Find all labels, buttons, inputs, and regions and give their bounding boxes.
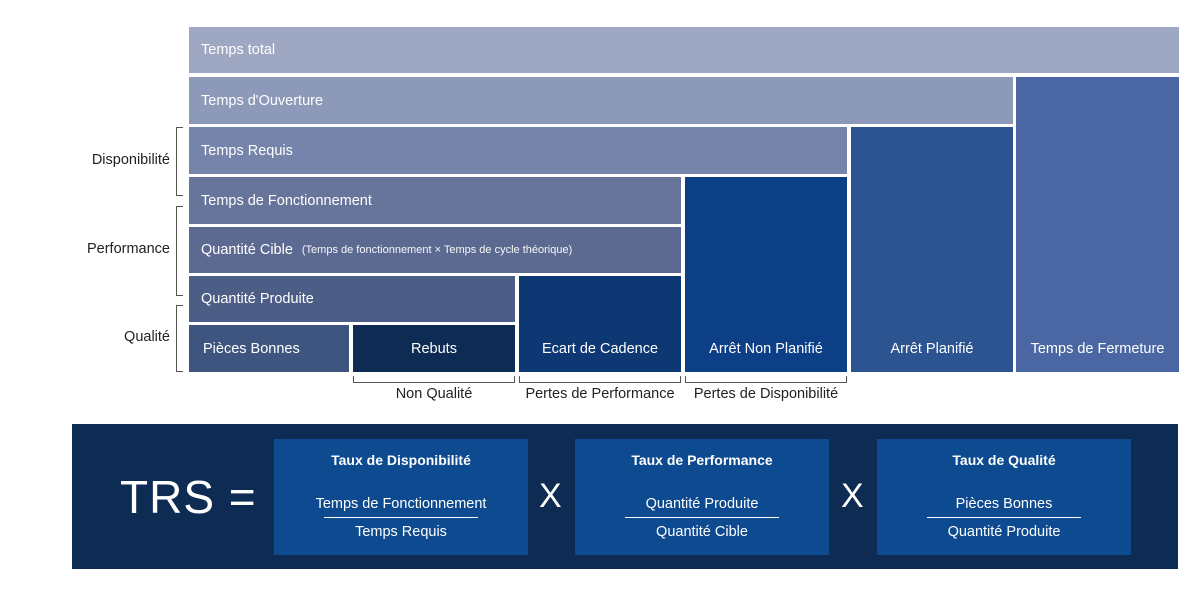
temps-fonctionnement-label: Temps de Fonctionnement <box>201 192 372 209</box>
taux-qualite-numerator: Pièces Bonnes <box>955 496 1053 512</box>
taux-performance-box: Taux de Performance Quantité Produite Qu… <box>575 439 829 555</box>
taux-disponibilite-denominator: Temps Requis <box>355 524 447 540</box>
taux-performance-numerator: Quantité Produite <box>645 496 759 512</box>
fraction-bar <box>324 517 478 518</box>
taux-disponibilite-box: Taux de Disponibilité Temps de Fonctionn… <box>274 439 528 555</box>
taux-disponibilite-title: Taux de Disponibilité <box>331 452 471 468</box>
ecart-cadence-label: Ecart de Cadence <box>541 341 659 357</box>
pieces-bonnes-block: Pièces Bonnes <box>189 325 349 372</box>
performance-label: Performance <box>86 241 170 257</box>
quantite-cible-detail: (Temps de fonctionnement × Temps de cycl… <box>301 244 573 256</box>
temps-requis-block: Temps Requis <box>189 127 847 174</box>
qualite-label: Qualité <box>124 329 170 345</box>
arret-planifie-block: Arrêt Planifié <box>851 127 1013 372</box>
temps-ouverture-block: Temps d'Ouverture <box>189 77 1013 124</box>
disponibilite-bracket <box>176 127 183 196</box>
quantite-cible-label: Quantité Cible <box>201 242 293 258</box>
taux-qualite-box: Taux de Qualité Pièces Bonnes Quantité P… <box>877 439 1131 555</box>
temps-total-label: Temps total <box>201 42 276 58</box>
pieces-bonnes-label: Pièces Bonnes <box>203 341 300 357</box>
temps-fonctionnement-block: Temps de Fonctionnement <box>189 177 681 224</box>
qualite-bracket <box>176 305 183 372</box>
pertes-disponibilite-bracket <box>685 376 847 383</box>
taux-qualite-denominator: Quantité Produite <box>947 524 1061 540</box>
temps-requis-label: Temps Requis <box>201 142 293 159</box>
temps-fermeture-label: Temps de Fermeture <box>1030 341 1165 357</box>
quantite-cible-block: Quantité Cible (Temps de fonctionnement … <box>189 227 681 273</box>
temps-total-block: Temps total <box>189 27 1179 73</box>
trs-formula-banner: TRS = Taux de Disponibilité Temps de Fon… <box>72 424 1178 569</box>
arret-non-planifie-label: Arrêt Non Planifié <box>709 341 823 357</box>
temps-fermeture-block: Temps de Fermeture <box>1016 77 1179 372</box>
taux-disponibilite-numerator: Temps de Fonctionnement <box>315 496 487 512</box>
quantite-produite-label: Quantité Produite <box>201 291 314 307</box>
temps-ouverture-label: Temps d'Ouverture <box>201 92 324 109</box>
rebuts-block: Rebuts <box>353 325 515 372</box>
fraction-bar <box>625 517 779 518</box>
trs-label: TRS = <box>120 470 257 523</box>
pertes-disponibilite-label: Pertes de Disponibilité <box>693 386 839 402</box>
taux-qualite-title: Taux de Qualité <box>952 452 1056 468</box>
multiply-operator: X <box>841 477 864 515</box>
non-qualite-bracket <box>353 376 515 383</box>
performance-bracket <box>176 206 183 296</box>
non-qualite-label: Non Qualité <box>395 386 473 402</box>
arret-planifie-label: Arrêt Planifié <box>890 341 974 357</box>
quantite-produite-block: Quantité Produite <box>189 276 515 322</box>
pertes-performance-label: Pertes de Performance <box>525 386 675 402</box>
disponibilite-label: Disponibilité <box>91 152 170 168</box>
ecart-cadence-block: Ecart de Cadence <box>519 276 681 372</box>
pertes-performance-bracket <box>519 376 681 383</box>
rebuts-label: Rebuts <box>411 341 457 357</box>
taux-performance-title: Taux de Performance <box>631 452 773 468</box>
arret-non-planifie-block: Arrêt Non Planifié <box>685 177 847 372</box>
fraction-bar <box>927 517 1081 518</box>
multiply-operator: X <box>539 477 562 515</box>
taux-performance-denominator: Quantité Cible <box>656 524 748 540</box>
